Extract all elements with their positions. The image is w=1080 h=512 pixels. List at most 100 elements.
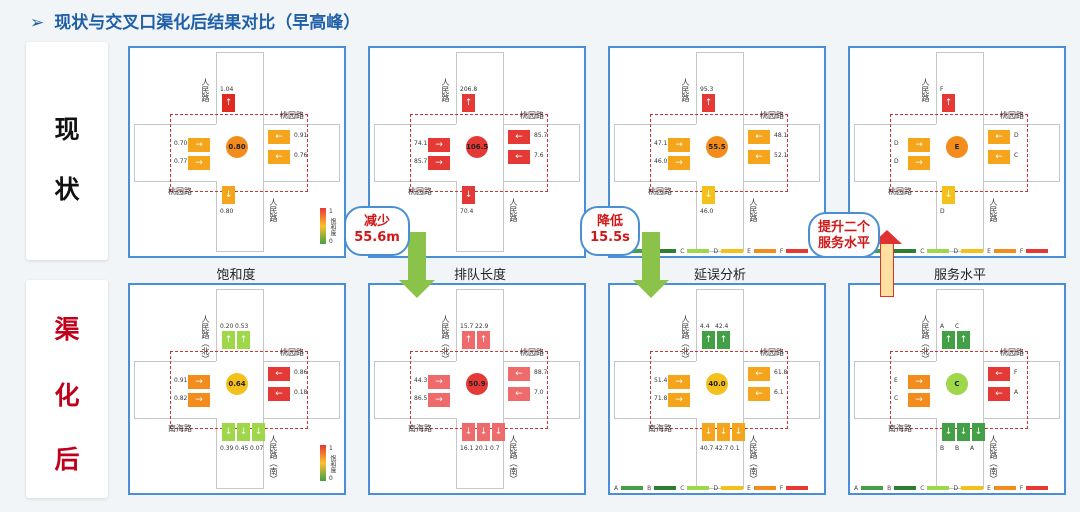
- lane-value-east: 0.76: [294, 152, 308, 159]
- road-name-north: 人民路（北）: [681, 315, 690, 363]
- lane-east: ←: [508, 387, 530, 401]
- lane-value-south: 0.07: [250, 445, 264, 452]
- lane-value-north: 4.4: [700, 323, 710, 330]
- lane-value-west: 86.5: [414, 395, 428, 402]
- legend-swatch: [1026, 486, 1049, 490]
- lane-value-south: 0.80: [220, 208, 234, 215]
- road-name-east: 桃园路: [1000, 348, 1024, 357]
- lane-value-east: F: [1014, 369, 1018, 376]
- road-name-north: 人民路: [201, 78, 210, 102]
- lane-north: ↑: [957, 331, 970, 349]
- lane-value-north: A: [940, 323, 945, 330]
- road-name-south: 人民路: [749, 198, 758, 222]
- lane-east: ←: [748, 150, 770, 164]
- lane-value-west: 51.4: [654, 377, 668, 384]
- legend-swatch: [721, 249, 744, 253]
- intersection-panel: 人民路桃园路桃园路人民路↑1.04↓0.80←0.91←0.76→0.70→0.…: [128, 46, 346, 258]
- legend-swatch: [753, 486, 776, 490]
- legend-swatch: [621, 486, 644, 490]
- lane-value-south: B: [955, 445, 960, 452]
- caption-delay: 延误分析: [693, 268, 746, 283]
- lane-value-east: 48.1: [774, 132, 788, 139]
- lane-value-north: 0.20: [220, 323, 234, 330]
- lane-value-south: A: [970, 445, 975, 452]
- lane-value-west: 85.7: [414, 158, 428, 165]
- lane-west: →: [668, 156, 690, 170]
- lane-value-south: B: [940, 445, 945, 452]
- lane-value-west: E: [894, 377, 898, 384]
- lane-value-north: 206.8: [460, 86, 478, 93]
- lane-value-north: 42.4: [715, 323, 729, 330]
- lane-south: ↓: [477, 423, 490, 441]
- legend-swatch: [1026, 249, 1049, 253]
- lane-value-west: 74.1: [414, 140, 428, 147]
- lane-value-west: 71.8: [654, 395, 668, 402]
- lane-value-east: 6.1: [774, 389, 784, 396]
- lane-west: →: [188, 375, 210, 389]
- row-label-current: 现 状: [26, 42, 108, 260]
- lane-value-south: 0.7: [490, 445, 500, 452]
- legend-swatch: [786, 249, 809, 253]
- legend-swatch: [861, 486, 884, 490]
- lane-west: →: [908, 393, 930, 407]
- legend-swatch: [894, 249, 917, 253]
- lane-south: ↓: [702, 186, 715, 204]
- lane-south: ↓: [717, 423, 730, 441]
- caption-queue-length: 排队长度: [453, 268, 506, 283]
- lane-value-south: 16.1: [460, 445, 474, 452]
- lane-value-east: A: [1014, 389, 1019, 396]
- lane-value-west: 0.70: [174, 140, 188, 147]
- lane-west: →: [188, 138, 210, 152]
- lane-north: ↑: [942, 94, 955, 112]
- lane-east: ←: [268, 130, 290, 144]
- row-label-char: 化: [54, 381, 80, 410]
- intersection-overall-value: 0.80: [226, 136, 248, 158]
- lane-south: ↓: [972, 423, 985, 441]
- lane-north: ↑: [702, 94, 715, 112]
- row-label-char: 状: [54, 175, 80, 204]
- road-name-west: 南海路: [408, 424, 432, 433]
- row-label-after: 渠 化 后: [26, 280, 108, 498]
- lane-east: ←: [748, 130, 770, 144]
- lane-value-east: 7.6: [534, 152, 544, 159]
- lane-west: →: [668, 393, 690, 407]
- lane-value-east: 0.18: [294, 389, 308, 396]
- legend-swatch: [927, 249, 950, 253]
- road-name-south: 人民路（南）: [989, 435, 998, 483]
- row-label-char: 渠: [54, 315, 80, 344]
- lane-value-north: C: [955, 323, 960, 330]
- lane-value-south: 42.7: [715, 445, 729, 452]
- lane-east: ←: [508, 367, 530, 381]
- intersection-boundary: [170, 114, 308, 192]
- road-name-east: 桃园路: [760, 348, 784, 357]
- road-name-north: 人民路: [681, 78, 690, 102]
- lane-value-east: 85.7: [534, 132, 548, 139]
- road-name-north: 人民路（北）: [921, 315, 930, 363]
- lane-north: ↑: [222, 94, 235, 112]
- color-scale: [320, 208, 326, 244]
- lane-east: ←: [268, 150, 290, 164]
- legend-swatch: [687, 249, 710, 253]
- lane-east: ←: [268, 367, 290, 381]
- lane-value-north: 22.9: [475, 323, 489, 330]
- legend-swatch: [721, 486, 744, 490]
- lane-value-north: 0.53: [235, 323, 249, 330]
- intersection-panel: 人民路（北）桃园路南海路人民路（南）↑15.7↑22.9↓16.1↓20.1↓0…: [368, 283, 586, 495]
- bullet-arrow-icon: ➢: [30, 13, 45, 33]
- intersection-panel: 人民路桃园路桃园路人民路↑206.8↓70.4←85.7←7.6→74.1→85…: [368, 46, 586, 258]
- lane-west: →: [428, 138, 450, 152]
- lane-south: ↓: [222, 423, 235, 441]
- lane-north: ↑: [717, 331, 730, 349]
- road-name-west: 桃园路: [648, 187, 672, 196]
- lane-value-south: 20.1: [475, 445, 489, 452]
- road-name-east: 桃园路: [280, 348, 304, 357]
- lane-value-south: D: [940, 208, 945, 215]
- lane-west: →: [428, 375, 450, 389]
- lane-east: ←: [268, 387, 290, 401]
- scale-max: 1: [329, 208, 333, 215]
- road-name-south: 人民路（南）: [749, 435, 758, 483]
- lane-value-south: 0.45: [235, 445, 249, 452]
- road-name-south: 人民路: [509, 198, 518, 222]
